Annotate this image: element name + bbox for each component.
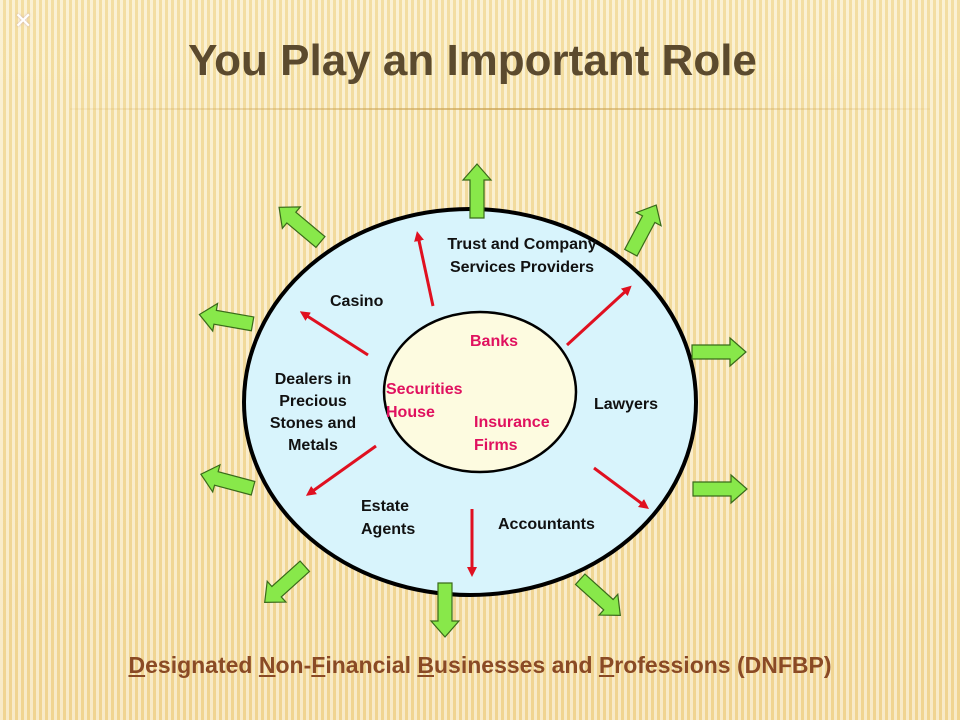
corner-mark-icon: ✕ [14,8,33,33]
footer-letter-f: F [311,652,326,678]
label-insurance-firms: Insurance Firms [474,414,550,454]
green-arrow-top [461,163,493,219]
red-arrow-down-right [593,466,650,509]
footer-dnfbp: Designated Non-Financial Businesses and … [128,652,832,678]
green-arrow-right-lower [692,473,748,505]
label-trust-company-services: Trust and Company Services Providers [447,236,597,276]
label-accountants: Accountants [498,516,595,533]
red-arrow-up-right [565,285,632,347]
green-arrow-bottom-right [574,573,621,617]
green-arrow-top-left [278,206,326,249]
footer-letter-p: P [598,652,615,678]
footer-letter-b: B [417,652,434,678]
green-arrow-bottom [429,582,461,638]
red-arrow-down-left [305,444,377,496]
label-banks: Banks [470,333,519,350]
green-arrow-right-upper [691,336,747,368]
label-securities-house: Securities House [386,381,463,421]
green-arrow-top-right [623,204,662,257]
red-arrow-up-left [299,311,369,357]
title-divider [70,108,930,110]
footer-letter-d: D [128,652,146,678]
label-casino: Casino [330,293,384,310]
green-arrow-left-lower [200,463,256,496]
page-title: You Play an Important Role [188,36,757,85]
red-arrow-up [414,231,435,307]
green-arrow-bottom-left [264,560,311,604]
label-lawyers: Lawyers [594,396,659,413]
label-dealers-precious-stones: Dealers in Precious Stones and Metals [269,371,357,454]
inner-circle [382,310,578,474]
green-arrow-left-upper [198,302,255,333]
footer-letter-n: N [258,652,276,678]
label-estate-agents: Estate Agents [361,498,416,538]
